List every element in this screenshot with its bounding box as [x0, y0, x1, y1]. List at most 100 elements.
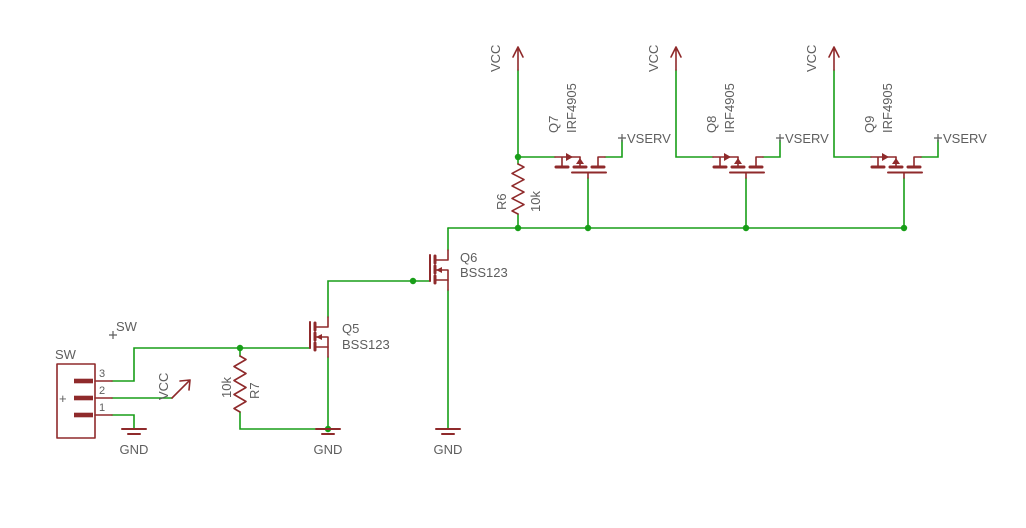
wire-vcc3-to-q9-source — [833, 69, 872, 158]
net-label-vserv-2: VSERV — [776, 131, 829, 146]
pin-pad-3 — [74, 378, 93, 384]
wire-q9-drain-to-vserv — [920, 139, 939, 158]
mosfet-drain-lead — [913, 156, 922, 168]
mosfet-q6-ref: Q6 — [460, 250, 477, 265]
junction-dots — [236, 153, 908, 433]
pin-number-1: 1 — [99, 402, 105, 414]
mosfet-drain-lead — [597, 156, 606, 168]
net-label-gnd-3: GND — [434, 442, 463, 457]
vcc-supply-2: VCC — [646, 45, 682, 72]
net-label-vserv-3: VSERV — [934, 131, 987, 146]
mosfet-body-arrow-icon — [734, 158, 742, 164]
mosfet-q9: Q9 IRF4905 — [862, 83, 923, 179]
pin-pad-1 — [74, 412, 93, 418]
net-label-vcc-1: VCC — [488, 45, 503, 72]
connector-plus-mark: + — [59, 391, 67, 406]
mosfet-source-lead — [434, 279, 449, 291]
net-label-cross-icon — [934, 134, 942, 142]
mosfet-q9-value: IRF4905 — [880, 83, 895, 133]
gnd-supply-2: GND — [314, 428, 343, 457]
resistor-r6-symbol — [511, 163, 525, 215]
mosfet-diode-arrow-icon — [724, 153, 731, 161]
net-label-vserv-1-text: VSERV — [627, 131, 671, 146]
wire-pin1-to-gnd — [111, 414, 135, 430]
net-label-sw: SW — [109, 319, 138, 339]
net-label-vcc-3: VCC — [804, 45, 819, 72]
wire-q8-drain-to-vserv — [762, 139, 781, 158]
junction-dot — [742, 224, 750, 232]
mosfet-source-lead — [314, 346, 329, 358]
junction-dot — [514, 153, 522, 161]
wire-q5-drain-to-q6-gate — [327, 280, 431, 318]
resistor-r6: R6 10k — [494, 163, 543, 215]
mosfet-q6: Q6 BSS123 — [429, 249, 508, 291]
mosfet-body-arrow-icon — [892, 158, 900, 164]
connector-sw: SW + 3 2 1 — [55, 347, 113, 439]
mosfet-q5-ref: Q5 — [342, 321, 359, 336]
pin-number-2: 2 — [99, 385, 105, 397]
mosfet-q8: Q8 IRF4905 — [704, 83, 765, 179]
net-label-gnd-1: GND — [120, 442, 149, 457]
net-label-gnd-2: GND — [314, 442, 343, 457]
vcc-supply-sw: VCC — [156, 373, 191, 400]
vcc-arrow-icon — [828, 46, 840, 71]
net-label-cross-icon — [776, 134, 784, 142]
net-label-vcc-sw: VCC — [156, 373, 171, 400]
connector-sw-name: SW — [55, 347, 77, 362]
junction-dot — [409, 277, 417, 285]
mosfet-q7-ref: Q7 — [546, 116, 561, 133]
mosfet-q5: Q5 BSS123 — [309, 316, 390, 358]
net-label-vcc-2: VCC — [646, 45, 661, 72]
gnd-supply-1: GND — [120, 428, 149, 457]
mosfet-q8-value: IRF4905 — [722, 83, 737, 133]
mosfet-q5-value: BSS123 — [342, 337, 390, 352]
net-label-vserv-1: VSERV — [618, 131, 671, 146]
mosfet-q7: Q7 IRF4905 — [546, 83, 607, 179]
mosfet-q8-ref: Q8 — [704, 116, 719, 133]
net-label-cross-icon — [109, 331, 117, 339]
junction-dot — [900, 224, 908, 232]
connector-sw-box — [56, 363, 96, 439]
mosfet-q6-value: BSS123 — [460, 265, 508, 280]
pin-number-3: 3 — [99, 368, 105, 380]
gnd-supply-3: GND — [434, 428, 463, 457]
junction-dot — [584, 224, 592, 232]
mosfet-diode-arrow-icon — [882, 153, 889, 161]
wire-pin3-to-q5-gate — [111, 347, 311, 382]
resistor-r7-symbol — [233, 355, 247, 413]
mosfet-drain-lead — [314, 316, 329, 328]
wire-vcc2-to-q8-source — [675, 69, 714, 158]
gnd-symbol-icon — [315, 428, 341, 435]
mosfet-q9-ref: Q9 — [862, 116, 877, 133]
net-label-cross-icon — [618, 134, 626, 142]
vcc-arrow-icon — [512, 46, 524, 71]
mosfet-body-arrow-icon — [316, 334, 322, 340]
wires — [111, 69, 939, 430]
net-label-vserv-2-text: VSERV — [785, 131, 829, 146]
mosfet-q7-value: IRF4905 — [564, 83, 579, 133]
junction-dot — [236, 344, 244, 352]
gnd-symbol-icon — [435, 428, 461, 435]
junction-dot — [514, 224, 522, 232]
mosfet-diode-arrow-icon — [566, 153, 573, 161]
gnd-symbol-icon — [121, 428, 147, 435]
resistor-r6-ref: R6 — [494, 193, 509, 210]
net-label-sw-text: SW — [116, 319, 138, 334]
vcc-arrow-icon — [171, 379, 191, 399]
mosfet-body-arrow-icon — [576, 158, 584, 164]
resistor-r7-value: 10k — [219, 377, 234, 398]
mosfet-drain-lead — [755, 156, 764, 168]
resistor-r7-ref: R7 — [247, 382, 262, 399]
resistor-r6-value: 10k — [528, 191, 543, 212]
vcc-arrow-icon — [670, 46, 682, 71]
wire-q7-drain-to-vserv — [604, 139, 623, 158]
vcc-supply-3: VCC — [804, 45, 840, 72]
resistor-r7: 10k R7 — [219, 355, 262, 413]
vcc-supply-1: VCC — [488, 45, 524, 72]
mosfet-drain-lead — [434, 249, 449, 261]
pin-pad-2 — [74, 395, 93, 401]
mosfet-body-arrow-icon — [436, 267, 442, 273]
wire-r7-bottom-to-gnd — [239, 411, 329, 430]
